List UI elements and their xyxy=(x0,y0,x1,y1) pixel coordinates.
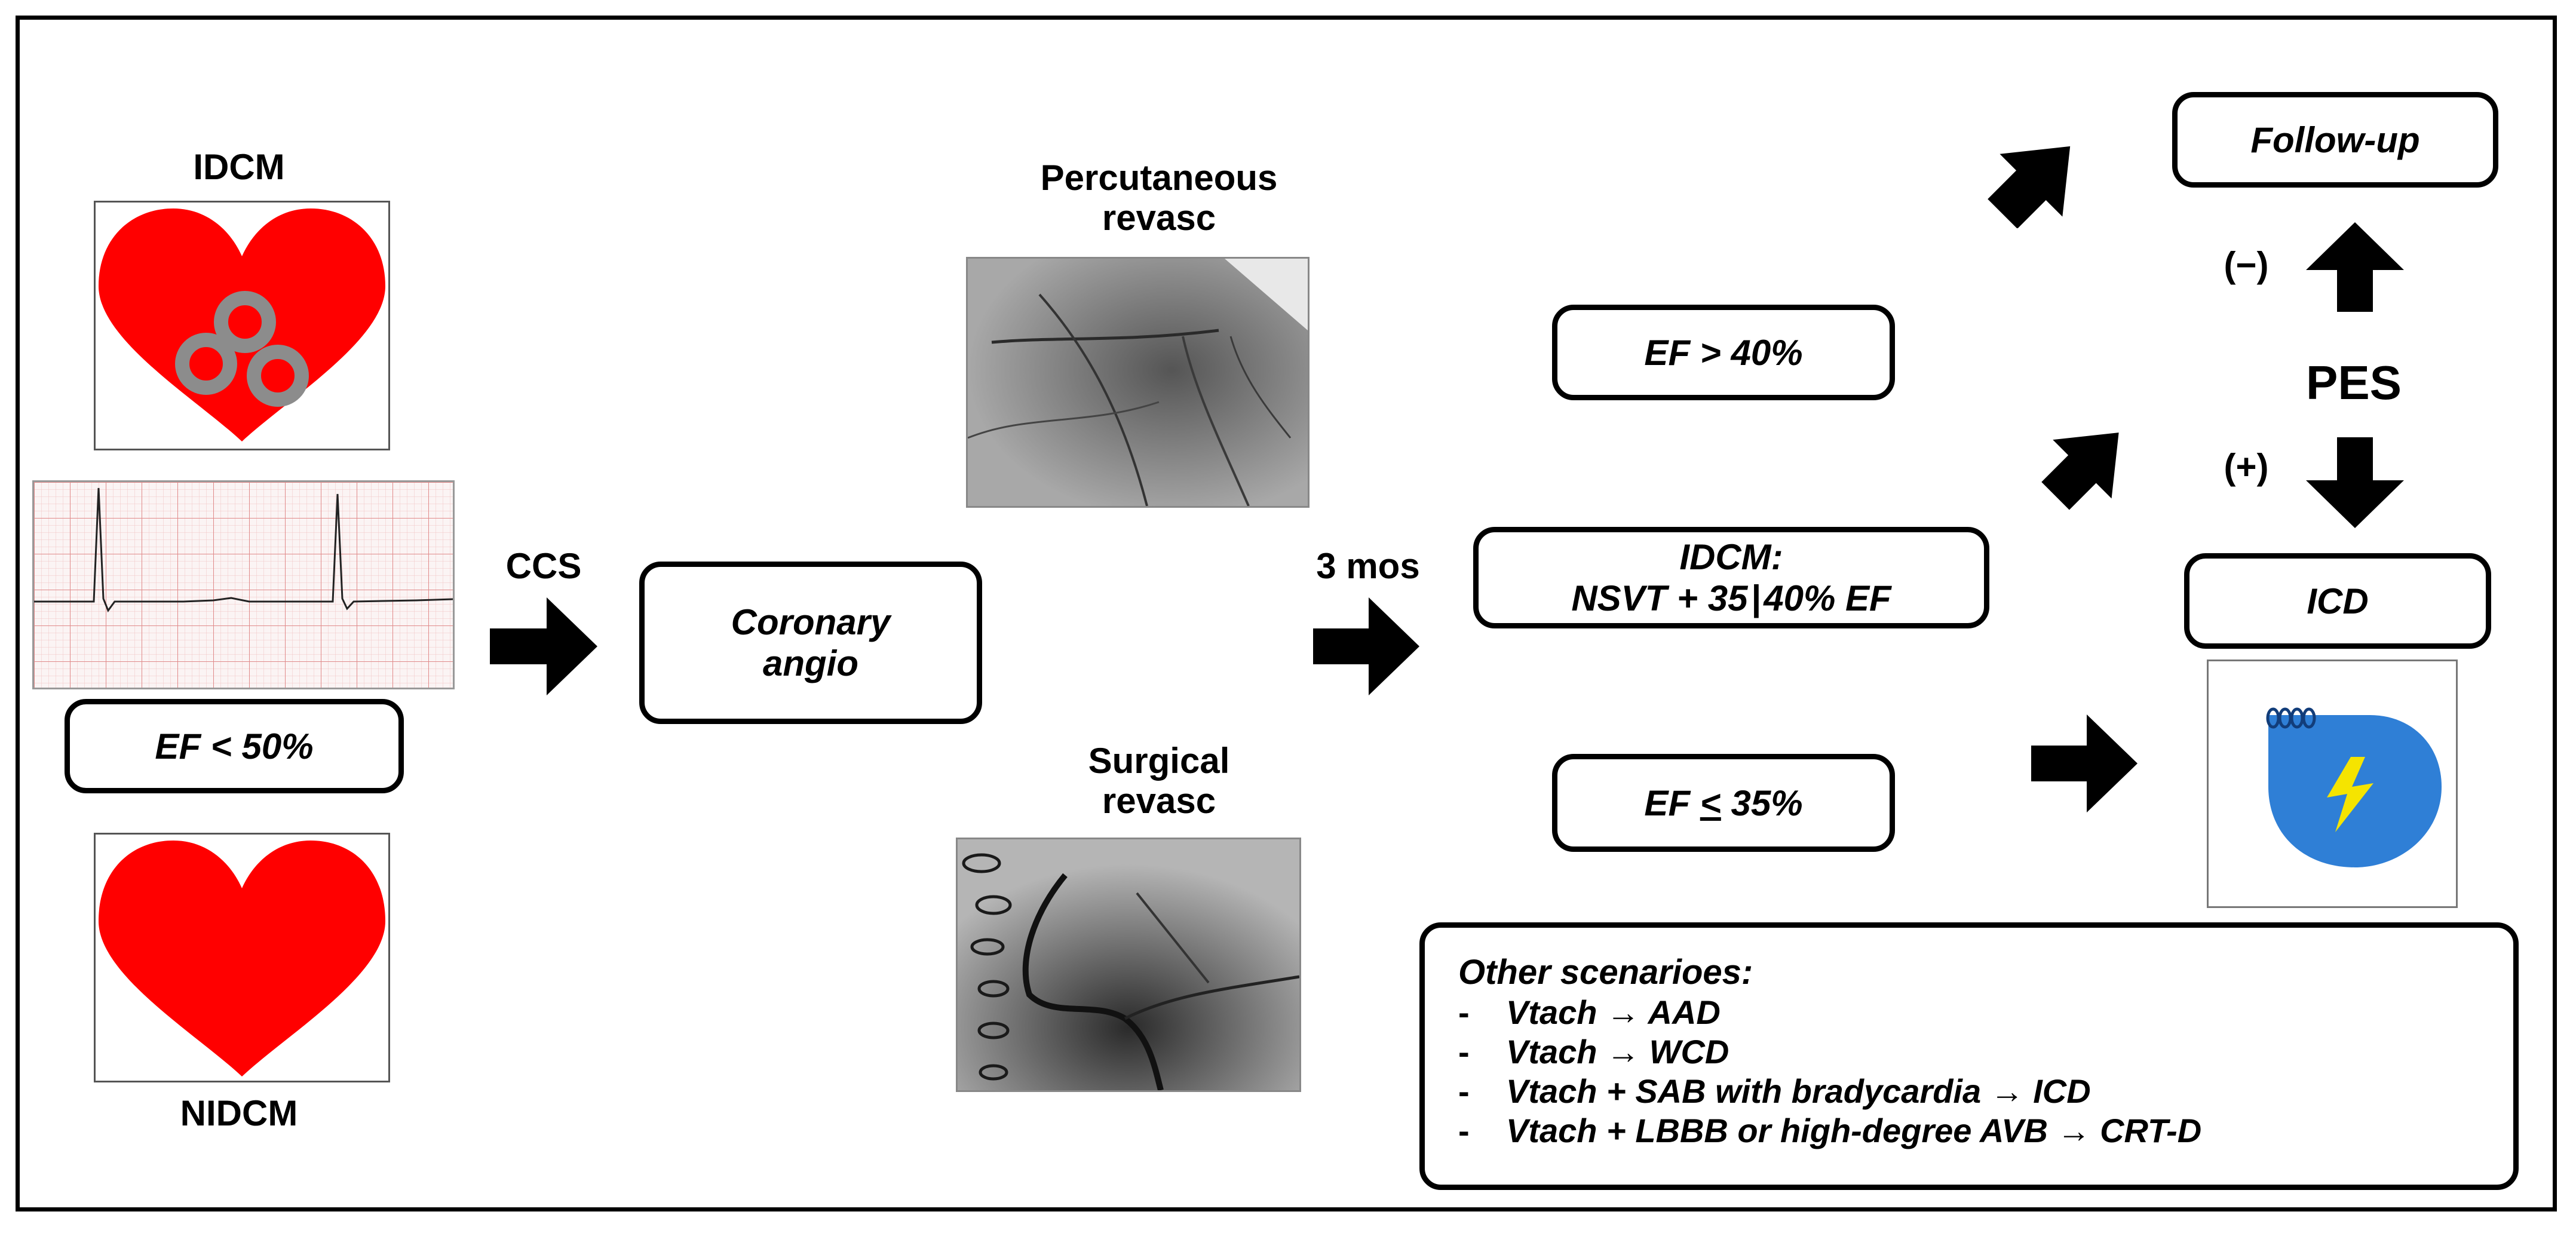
three-months-label: 3 mos xyxy=(1316,546,1420,586)
surgical-angiogram-image xyxy=(956,838,1301,1092)
lightning-bolt-icon xyxy=(2327,757,2373,832)
ccs-arrow xyxy=(490,597,597,695)
surgical-revasc-label: Surgical revasc xyxy=(1088,741,1230,821)
ecg-strip-image xyxy=(32,480,455,689)
pes-negative-label: (−) xyxy=(2224,245,2269,285)
nidcm-heart-image xyxy=(94,833,390,1082)
other-scenarios-box: Other scenarioes: -Vtach → AAD -Vtach → … xyxy=(1419,922,2519,1190)
ccs-label: CCS xyxy=(505,546,582,586)
other-scenario-item: -Vtach → WCD xyxy=(1458,1032,1729,1071)
other-scenario-item: -Vtach + LBBB or high-degree AVB → CRT-D xyxy=(1458,1111,2202,1149)
ef-le-suffix: 35% xyxy=(1721,783,1803,823)
idcm-nsvt-line1: IDCM: xyxy=(1679,537,1783,577)
nidcm-label: NIDCM xyxy=(180,1093,298,1133)
ef-le-prefix: EF xyxy=(1644,783,1700,823)
pes-negative-arrow xyxy=(2306,222,2404,312)
icd-box: ICD xyxy=(2184,553,2491,649)
idcm-heart-image xyxy=(94,201,390,450)
diagram-frame xyxy=(16,16,2557,1211)
ef-above-40-box: EF > 40% xyxy=(1552,305,1895,400)
arrow-to-icd-device xyxy=(2031,714,2138,812)
idcm-label: IDCM xyxy=(193,147,285,187)
other-scenario-item: -Vtach → AAD xyxy=(1458,993,1721,1031)
ef-le-35-box: EF < 35% xyxy=(1552,754,1895,852)
pes-positive-arrow xyxy=(2306,437,2404,528)
pes-positive-label: (+) xyxy=(2224,447,2269,487)
other-scenarios-title: Other scenarioes: xyxy=(1458,953,1753,992)
arrow-to-pes xyxy=(2041,433,2119,510)
idcm-nsvt-line2: NSVT + 35 | 40% EF xyxy=(1571,578,1891,618)
percutaneous-revasc-label: Percutaneous revasc xyxy=(1040,158,1278,238)
other-scenario-item: -Vtach + SAB with bradycardia → ICD xyxy=(1458,1072,2091,1110)
idcm-nsvt-box: IDCM: NSVT + 35 | 40% EF xyxy=(1473,527,1989,628)
arrow-to-follow-up xyxy=(1988,146,2071,228)
coronary-angio-box: Coronary angio xyxy=(639,562,982,724)
ef-le-sign: < xyxy=(1700,783,1721,823)
three-months-arrow xyxy=(1313,597,1419,695)
pes-label: PES xyxy=(2305,356,2402,409)
follow-up-box: Follow-up xyxy=(2172,92,2498,188)
icd-device-image xyxy=(2207,660,2458,908)
ef-below-50-box: EF < 50% xyxy=(65,699,404,793)
percutaneous-angiogram-image xyxy=(966,257,1310,508)
